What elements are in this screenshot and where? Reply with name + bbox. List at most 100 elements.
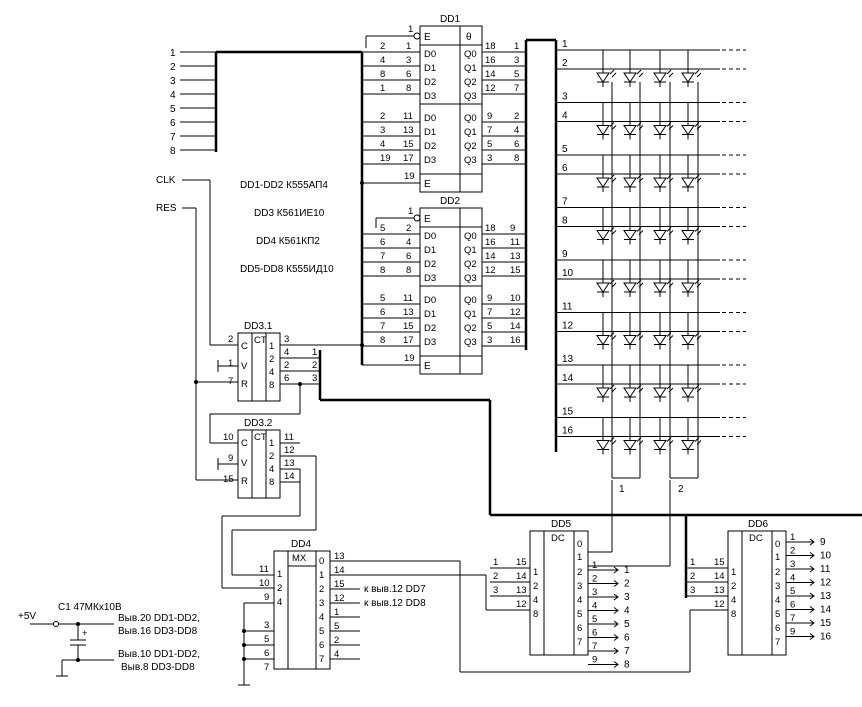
- pin-number: 2: [690, 571, 695, 582]
- led-icon: [596, 312, 617, 350]
- dd3-1-title: DD3.1: [244, 321, 273, 332]
- dd2-out-label: Q2: [464, 259, 477, 270]
- dd4-ctrl: 4: [277, 597, 282, 608]
- pin-number: 3: [493, 585, 498, 596]
- pin-number: 14: [284, 471, 295, 482]
- dd2-in-label: D2: [424, 259, 436, 270]
- pin-number: 9: [487, 293, 492, 304]
- pin-number: 13: [510, 251, 521, 262]
- led-icon: [623, 260, 644, 297]
- pin-number: 6: [592, 628, 597, 639]
- pin-number: 4: [334, 649, 339, 660]
- dd6-out: 2: [775, 567, 780, 578]
- row-label: 16: [562, 426, 574, 437]
- dd2-out-label: Q3: [464, 273, 477, 284]
- column-label: 2: [678, 484, 684, 495]
- dd2-in-label: D1: [424, 309, 436, 320]
- pin-number: 1: [690, 557, 695, 568]
- dd6-out: 7: [775, 637, 780, 648]
- dd3-1-chip: DD3.1 CT C V R 1 2 4 8 2 1 7 3 4 2 6 1 2…: [209, 321, 862, 517]
- dd6-output-label: 10: [820, 551, 832, 562]
- dd6-out: 3: [775, 581, 780, 592]
- led-icon: [596, 102, 617, 140]
- pin-number: 5: [264, 634, 269, 645]
- pin-number: 1: [334, 607, 339, 618]
- pin-number: 3: [592, 587, 597, 598]
- input-bus: 1 2 3 4 5 6 7 8: [170, 48, 364, 365]
- dd1-out-label: Q1: [464, 63, 477, 74]
- pin-number: 15: [403, 321, 414, 332]
- pin-number: 4: [514, 125, 519, 136]
- dd6-out: 1: [775, 552, 780, 563]
- dd1-out-label: Q1: [464, 127, 477, 138]
- led-icon: [681, 260, 702, 297]
- dd1-out-label: Q0: [464, 113, 477, 124]
- pin-number: 7: [380, 321, 385, 332]
- power-section: +5V C1 47МКх10В + Выв.20 DD1-DD2, Выв.16…: [18, 602, 200, 677]
- pin-number: 1: [493, 557, 498, 568]
- pin-number: 14: [334, 565, 345, 576]
- pin-number: 4: [790, 573, 795, 584]
- dd1-in-label: D1: [424, 63, 436, 74]
- dd6-output-label: 15: [820, 618, 832, 629]
- pin-number: 6: [380, 237, 385, 248]
- pin-number: 1: [408, 206, 413, 217]
- led-icon: [623, 50, 644, 87]
- dd3-1-r: R: [241, 379, 248, 390]
- pin-number: 7: [264, 662, 269, 673]
- led-icon: [681, 312, 702, 350]
- gnd-note: Выв.10 DD1-DD2,: [118, 649, 200, 660]
- dd3-1-w: 1: [269, 341, 274, 352]
- dd5-in: 2: [533, 581, 538, 592]
- dd5-out: 4: [577, 595, 582, 606]
- row-label: 3: [562, 92, 568, 103]
- row-label: 14: [562, 373, 574, 384]
- dd1-out-label: Q3: [464, 155, 477, 166]
- pin-number: 17: [403, 335, 414, 346]
- matrix-row: 11: [556, 302, 746, 313]
- pin-number: 5: [380, 223, 385, 234]
- pin-number: 1: [312, 347, 317, 358]
- matrix-row: 12: [556, 312, 746, 350]
- dd5-out: 7: [577, 637, 582, 648]
- row-label: 10: [562, 268, 574, 279]
- matrix-row: 2: [556, 50, 746, 87]
- dd1-out-label: Q2: [464, 77, 477, 88]
- pin-number: 6: [406, 69, 411, 80]
- dd6-in: 4: [731, 595, 736, 606]
- pin-number: 15: [516, 557, 527, 568]
- dd1-out-label: Q2: [464, 141, 477, 152]
- pin-number: 6: [264, 648, 269, 659]
- pin-number: 14: [485, 69, 496, 80]
- pin-number: 7: [228, 376, 233, 387]
- pin-number: 1: [790, 532, 795, 543]
- pin-number: 3: [487, 153, 492, 164]
- gnd-note: Выв.8 DD3-DD8: [121, 662, 195, 673]
- led-icon: [596, 260, 617, 297]
- pin-number: 12: [510, 307, 521, 318]
- res-label: RES: [156, 203, 177, 214]
- pin-number: 13: [403, 307, 414, 318]
- pin-number: 4: [380, 55, 385, 66]
- dd2-title: DD2: [440, 196, 460, 207]
- pin-number: 2: [312, 360, 317, 371]
- pin-number: 7: [514, 83, 519, 94]
- note-line: DD4 К561КП2: [256, 236, 320, 247]
- dd4-ctrl: 1: [277, 569, 282, 580]
- pin-number: 3: [514, 55, 519, 66]
- dd1-in-label: D3: [424, 91, 436, 102]
- dd3-1-c: C: [241, 341, 248, 352]
- pin-number: 15: [510, 265, 521, 276]
- row-label: 7: [562, 197, 568, 208]
- dd5-in: 4: [533, 595, 538, 606]
- pin-number: 9: [790, 627, 795, 638]
- pin-number: 8: [380, 69, 385, 80]
- pin-number: 14: [714, 571, 725, 582]
- dd5-out: 3: [577, 581, 582, 592]
- dd3-2-title: DD3.2: [244, 418, 273, 429]
- pin-number: 16: [510, 335, 521, 346]
- row-label: 12: [562, 321, 574, 332]
- capacitor-label: C1 47МКх10В: [58, 602, 122, 613]
- pin-number: 4: [380, 139, 385, 150]
- dd5-out: 1: [577, 552, 582, 563]
